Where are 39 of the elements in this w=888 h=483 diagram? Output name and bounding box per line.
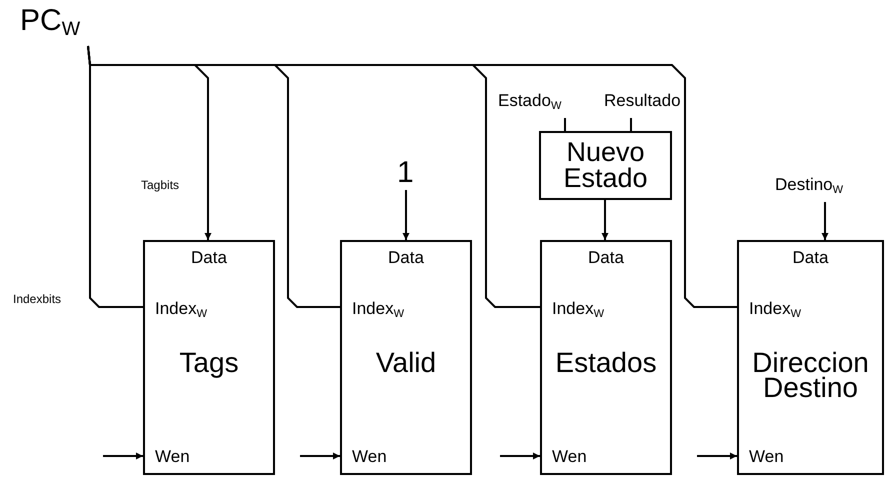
port-label: Index$_{W}$ — [155, 300, 208, 320]
logic-block — [539, 131, 672, 200]
arrow — [822, 202, 828, 240]
block-title: Nuevo Estado — [562, 140, 649, 192]
signal-label: 1 — [397, 158, 414, 188]
arrow — [402, 190, 410, 240]
signal-label: Resultado — [604, 92, 681, 109]
memory-block — [143, 240, 275, 475]
arrow — [300, 452, 340, 460]
port-label: Wen — [552, 448, 587, 465]
edge-label: Tagbits — [140, 178, 180, 192]
port-label: Index$_{W}$ — [749, 300, 802, 320]
arrow — [697, 452, 737, 460]
signal-label: Estado$_{W}$ — [498, 92, 562, 112]
wire — [564, 118, 566, 131]
arrow — [602, 200, 608, 240]
edge-label: Indexbits — [12, 292, 62, 306]
port-label: Wen — [352, 448, 387, 465]
port-label: Wen — [749, 448, 784, 465]
signal-label: Destino$_{W}$ — [775, 176, 844, 196]
port-label: Index$_{W}$ — [552, 300, 604, 320]
port-label: Index$_{W}$ — [352, 300, 404, 320]
port-label: Data — [190, 250, 228, 266]
port-label: Data — [792, 250, 830, 266]
block-title: Estados — [554, 350, 658, 376]
memory-block — [540, 240, 672, 475]
port-label: Data — [587, 250, 625, 266]
block-title: Valid — [374, 350, 438, 376]
wire — [630, 118, 632, 131]
block-title: Tags — [178, 350, 240, 376]
port-label: Wen — [155, 448, 190, 465]
signal-label: PC$_{W}$ — [20, 6, 80, 40]
block-title: Direccion Destino — [751, 350, 870, 400]
arrow — [500, 452, 540, 460]
port-label: Data — [387, 250, 425, 266]
arrow — [103, 452, 143, 460]
wire — [87, 46, 737, 308]
memory-block — [737, 240, 884, 475]
memory-block — [340, 240, 472, 475]
